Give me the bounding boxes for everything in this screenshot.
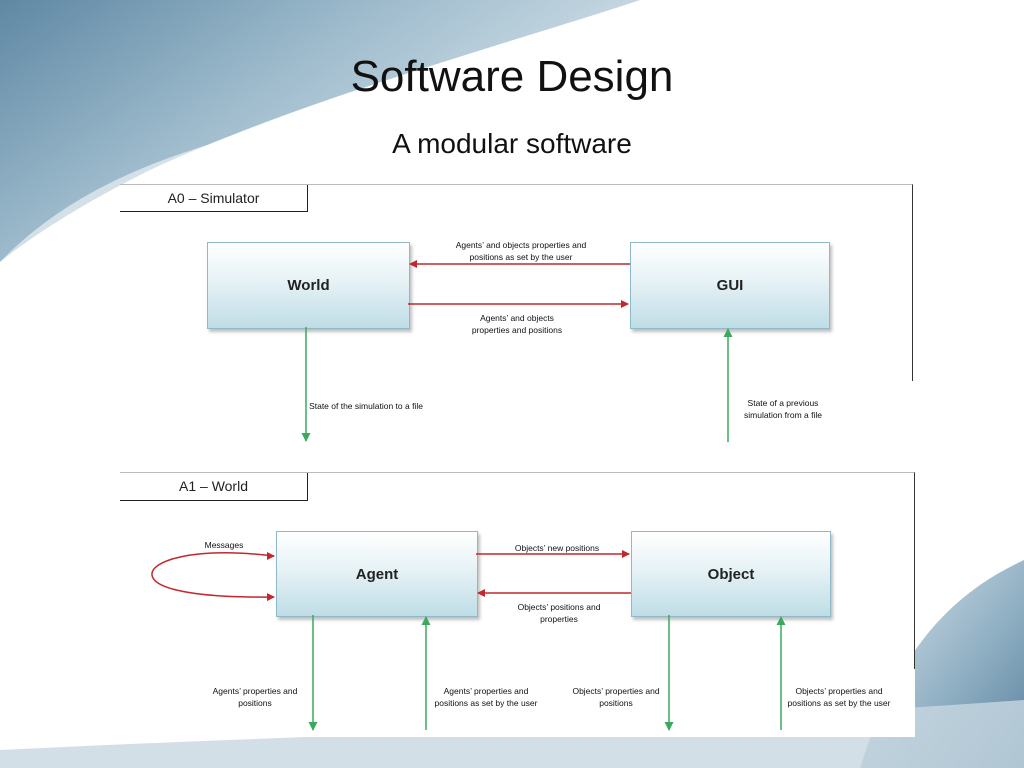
label-world-out: State of the simulation to a file — [309, 401, 423, 411]
diagram-a0-output-area — [120, 381, 913, 449]
label-world-to-gui: Agents’ and objects properties and posit… — [471, 313, 563, 335]
top-swoosh-highlight — [0, 90, 760, 275]
label-agent-in: Agents’ properties and positions as set … — [434, 686, 538, 708]
diagram-a0-label: A0 – Simulator — [120, 185, 308, 212]
label-messages: Messages — [204, 540, 244, 550]
arrow-messages-loop — [151, 552, 275, 602]
label-object-out: Objects’ properties and positions — [572, 686, 660, 708]
agent-box: Agent — [276, 531, 478, 617]
label-agent-to-object: Objects’ new positions — [514, 543, 600, 553]
label-agent-out: Agents’ properties and positions — [212, 686, 298, 708]
label-gui-to-world: Agents’ and objects properties and posit… — [455, 240, 587, 262]
label-object-to-agent: Objects’ positions and properties — [517, 602, 601, 624]
slide-title: Software Design — [350, 52, 674, 101]
label-object-in: Objects’ properties and positions as set… — [787, 686, 891, 708]
world-box: World — [207, 242, 410, 329]
label-gui-in: State of a previous simulation from a fi… — [744, 398, 822, 420]
gui-box: GUI — [630, 242, 830, 329]
diagram-a1-output-area — [120, 669, 915, 737]
object-box: Object — [631, 531, 831, 617]
slide-subtitle: A modular software — [392, 128, 632, 159]
diagram-a1-label: A1 – World — [120, 473, 308, 501]
top-swoosh — [0, 0, 640, 262]
